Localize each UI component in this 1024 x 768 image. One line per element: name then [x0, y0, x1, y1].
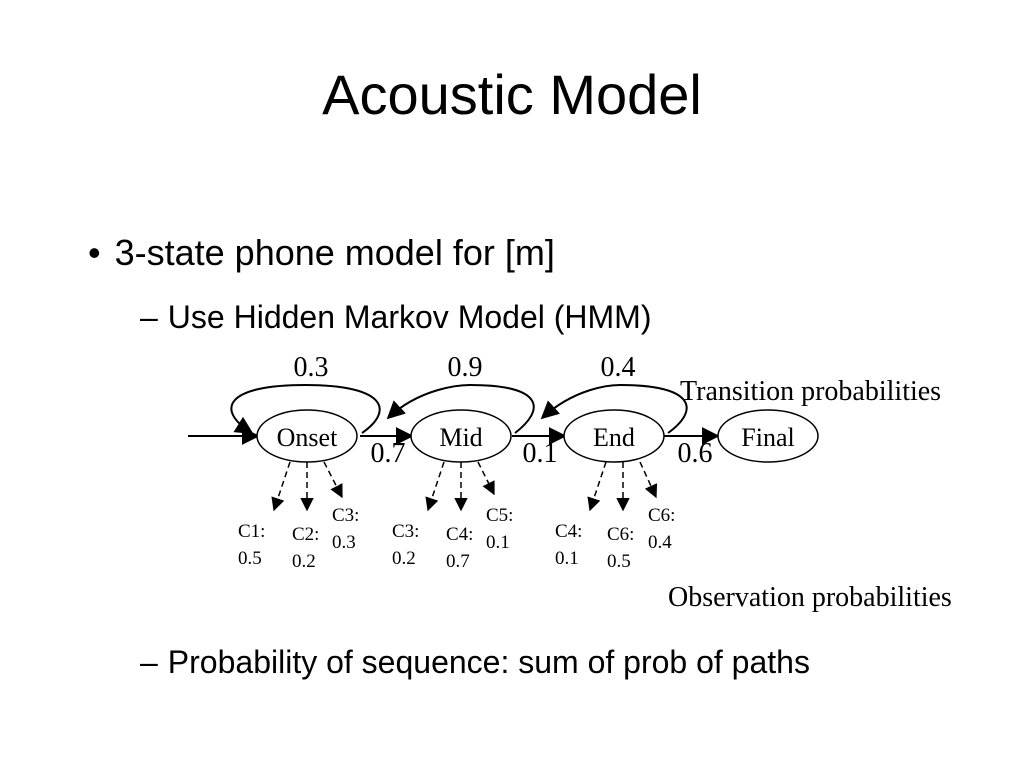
obs-end-1-label: C4:	[555, 521, 582, 542]
sub-bullet-sequence: – Probability of sequence: sum of prob o…	[140, 640, 900, 684]
observation-caption: Observation probabilities	[668, 582, 952, 613]
obs-arrow-mid-1	[425, 461, 445, 512]
obs-end-2-prob: 0.5	[607, 551, 631, 572]
obs-end-3-label: C6:	[648, 505, 675, 526]
obs-mid-3-label: C5:	[486, 505, 513, 526]
self-loop-prob-mid: 0.9	[448, 352, 483, 383]
sub-bullet-hmm-text: Use Hidden Markov Model (HMM)	[167, 299, 652, 335]
self-loop-end	[540, 383, 688, 434]
state-label-final: Final	[741, 423, 794, 452]
sub-bullet-marker: –	[140, 644, 158, 680]
obs-onset-3-label: C3:	[332, 505, 359, 526]
sub-bullet-hmm: – Use Hidden Markov Model (HMM)	[140, 295, 651, 339]
bullet-main: • 3-state phone model for [m]	[88, 232, 555, 274]
obs-arrow-end-3	[639, 461, 658, 499]
obs-end-1-prob: 0.1	[555, 548, 579, 569]
slide-title: Acoustic Model	[322, 63, 702, 126]
state-label-onset: Onset	[277, 423, 338, 452]
obs-mid-2-prob: 0.7	[446, 551, 470, 572]
state-end	[563, 409, 665, 463]
obs-arrow-end-1	[587, 461, 607, 512]
transition-caption: Transition probabilities	[680, 376, 941, 407]
bullet-main-text: 3-state phone model for [m]	[114, 232, 555, 273]
obs-onset-3-prob: 0.3	[332, 532, 356, 553]
obs-end-2-label: C6:	[607, 524, 634, 545]
obs-onset-2-prob: 0.2	[292, 551, 316, 572]
transition-prob-onset-mid: 0.7	[371, 438, 406, 469]
obs-mid-1-prob: 0.2	[392, 548, 416, 569]
transition-prob-end-final: 0.6	[678, 438, 713, 469]
state-label-mid: Mid	[439, 423, 482, 452]
obs-arrow-onset-3	[323, 461, 343, 499]
obs-onset-1-prob: 0.5	[238, 548, 262, 569]
obs-arrow-onset-1	[271, 461, 291, 512]
obs-mid-2-label: C4:	[446, 524, 473, 545]
obs-arrow-mid-3	[477, 461, 495, 496]
sub-bullet-sequence-text: Probability of sequence: sum of prob of …	[167, 644, 810, 680]
self-loop-prob-onset: 0.3	[294, 352, 329, 383]
self-loop-prob-end: 0.4	[601, 352, 636, 383]
obs-onset-1-label: C1:	[238, 521, 265, 542]
obs-mid-1-label: C3:	[392, 521, 419, 542]
sub-bullet-marker: –	[140, 299, 158, 335]
obs-onset-2-label: C2:	[292, 524, 319, 545]
transition-prob-mid-end: 0.1	[523, 438, 558, 469]
state-label-end: End	[593, 423, 635, 452]
bullet-marker: •	[88, 232, 101, 273]
self-loop-onset	[230, 383, 381, 434]
obs-mid-3-prob: 0.1	[486, 532, 510, 553]
self-loop-mid	[386, 383, 535, 434]
state-final	[717, 409, 819, 463]
obs-end-3-prob: 0.4	[648, 532, 672, 553]
